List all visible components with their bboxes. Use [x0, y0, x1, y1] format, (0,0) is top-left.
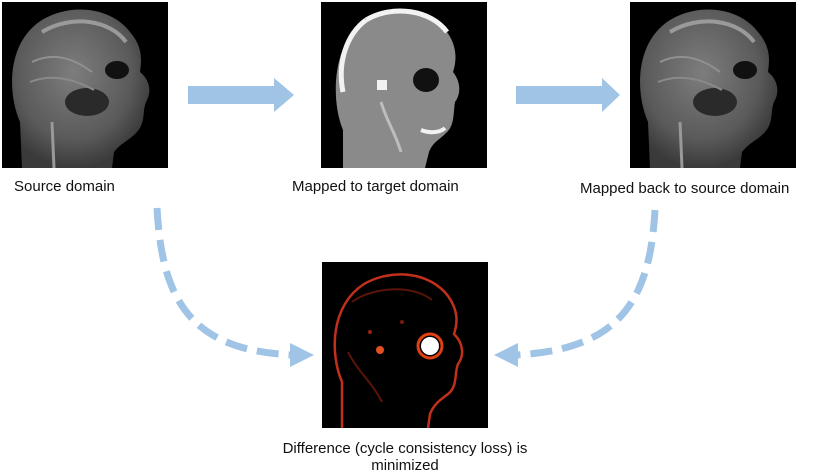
difference-label-line-2: minimized [371, 457, 439, 474]
mapped-back-label: Mapped back to source domain [580, 180, 790, 197]
back-mapped-mri-image [630, 2, 796, 168]
source-mri-image [2, 2, 168, 168]
difference-label-line-1: Difference (cycle consistency loss) is [282, 440, 528, 457]
forward-arrow-2 [516, 78, 620, 112]
difference-image [322, 262, 488, 428]
forward-arrow-1 [188, 78, 294, 112]
difference-label: Difference (cycle consistency loss) is m… [255, 440, 555, 474]
mapped-ct-image [321, 2, 487, 168]
dashed-arrow-source-to-diff [153, 207, 314, 367]
dashed-arrow-back-to-diff [494, 209, 659, 367]
source-domain-label: Source domain [14, 178, 115, 195]
mapped-target-label: Mapped to target domain [292, 178, 459, 195]
